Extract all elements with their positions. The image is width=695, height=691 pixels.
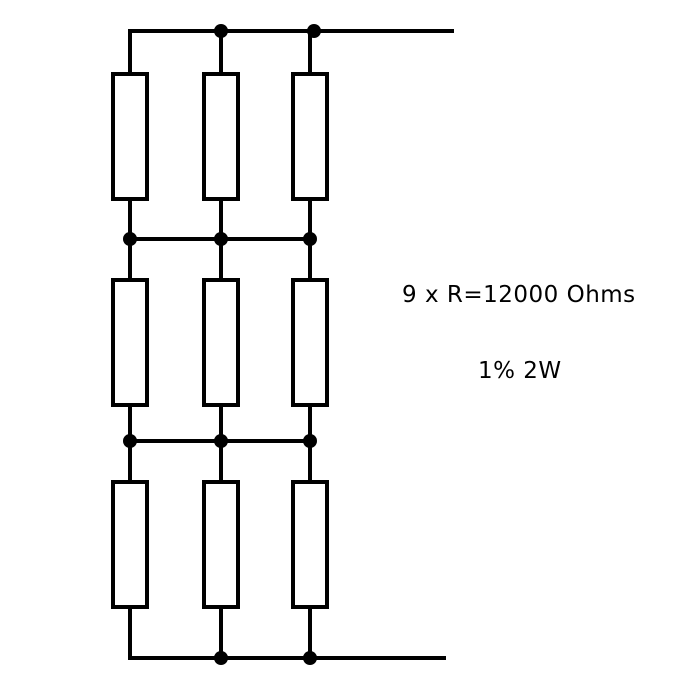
tolerance-power-label: 1% 2W xyxy=(478,358,562,384)
junction-bus2-3 xyxy=(303,434,317,448)
junction-bus2-1 xyxy=(123,434,137,448)
resistor-r1c3 xyxy=(291,72,329,201)
junction-bus1-3 xyxy=(303,232,317,246)
junction-top-3 xyxy=(307,24,321,38)
resistor-r1c1 xyxy=(111,72,149,201)
resistor-r1c2 xyxy=(202,72,240,201)
junction-bottom-3 xyxy=(303,651,317,665)
resistor-spec-label: 9 x R=12000 Ohms xyxy=(402,282,636,308)
junctions xyxy=(123,24,321,665)
resistor-r2c1 xyxy=(111,278,149,407)
resistor-r2c2 xyxy=(202,278,240,407)
junction-bus1-2 xyxy=(214,232,228,246)
resistor-r3c2 xyxy=(202,480,240,609)
wires xyxy=(126,29,454,660)
junction-top-2 xyxy=(214,24,228,38)
junction-bus1-1 xyxy=(123,232,137,246)
resistor-r2c3 xyxy=(291,278,329,407)
resistors xyxy=(111,72,329,609)
resistor-r3c1 xyxy=(111,480,149,609)
resistor-r3c3 xyxy=(291,480,329,609)
junction-bottom-2 xyxy=(214,651,228,665)
junction-bus2-2 xyxy=(214,434,228,448)
